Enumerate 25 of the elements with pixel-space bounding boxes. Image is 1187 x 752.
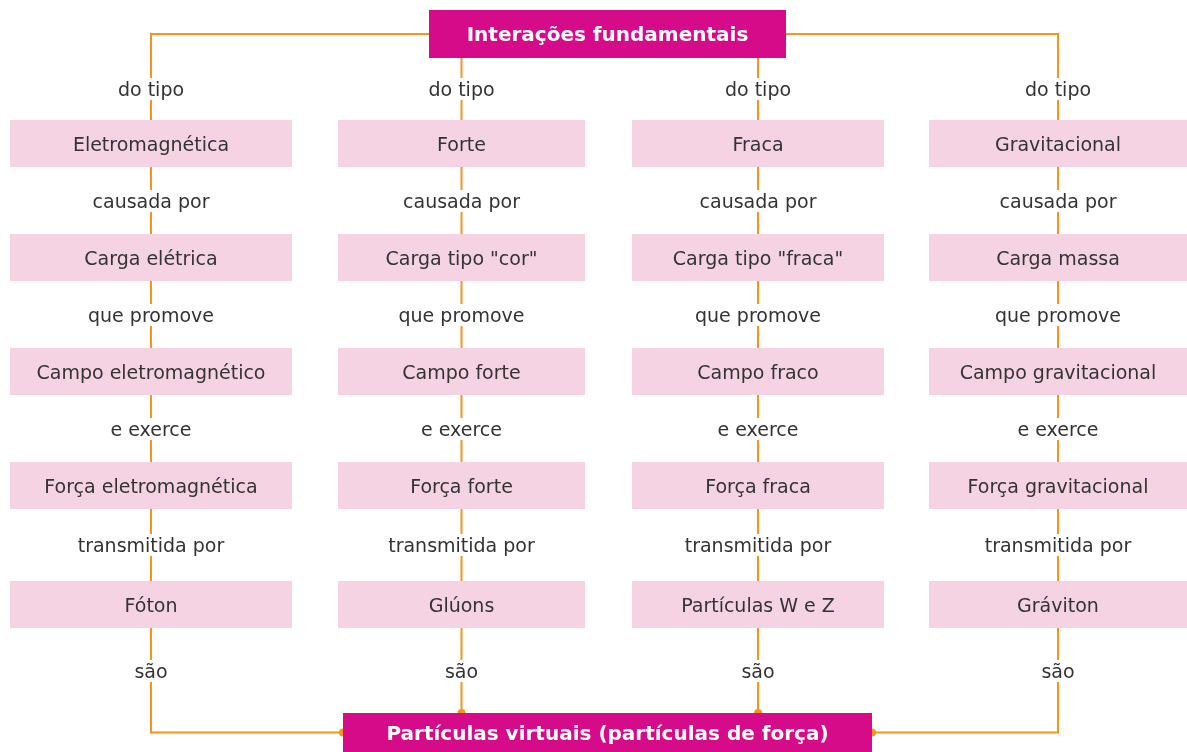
concept-box: Força forte — [338, 462, 585, 509]
concept-box: Carga tipo "fraca" — [632, 234, 884, 281]
concept-box: Campo fraco — [632, 348, 884, 395]
concept-box: Fraca — [632, 120, 884, 167]
concept-box: Força eletromagnética — [10, 462, 292, 509]
concept-box: Eletromagnética — [10, 120, 292, 167]
connector-line — [785, 33, 1059, 121]
concept-box: Gravitacional — [929, 120, 1187, 167]
concept-box: Carga massa — [929, 234, 1187, 281]
concept-box: Força fraca — [632, 462, 884, 509]
concept-box: Campo forte — [338, 348, 585, 395]
concept-box: Força gravitacional — [929, 462, 1187, 509]
concept-box: Carga elétrica — [10, 234, 292, 281]
connector-line — [150, 33, 430, 121]
concept-box: Campo gravitacional — [929, 348, 1187, 395]
heading-box: Partículas virtuais (partículas de força) — [343, 713, 872, 752]
concept-box: Fóton — [10, 581, 292, 628]
edge-label: transmitida por — [385, 534, 538, 556]
concept-box: Forte — [338, 120, 585, 167]
concept-box: Gráviton — [929, 581, 1187, 628]
concept-box: Glúons — [338, 581, 585, 628]
concept-box: Campo eletromagnético — [10, 348, 292, 395]
concept-box: Partículas W e Z — [632, 581, 884, 628]
concept-box: Carga tipo "cor" — [338, 234, 585, 281]
heading-box: Interações fundamentais — [429, 10, 786, 58]
